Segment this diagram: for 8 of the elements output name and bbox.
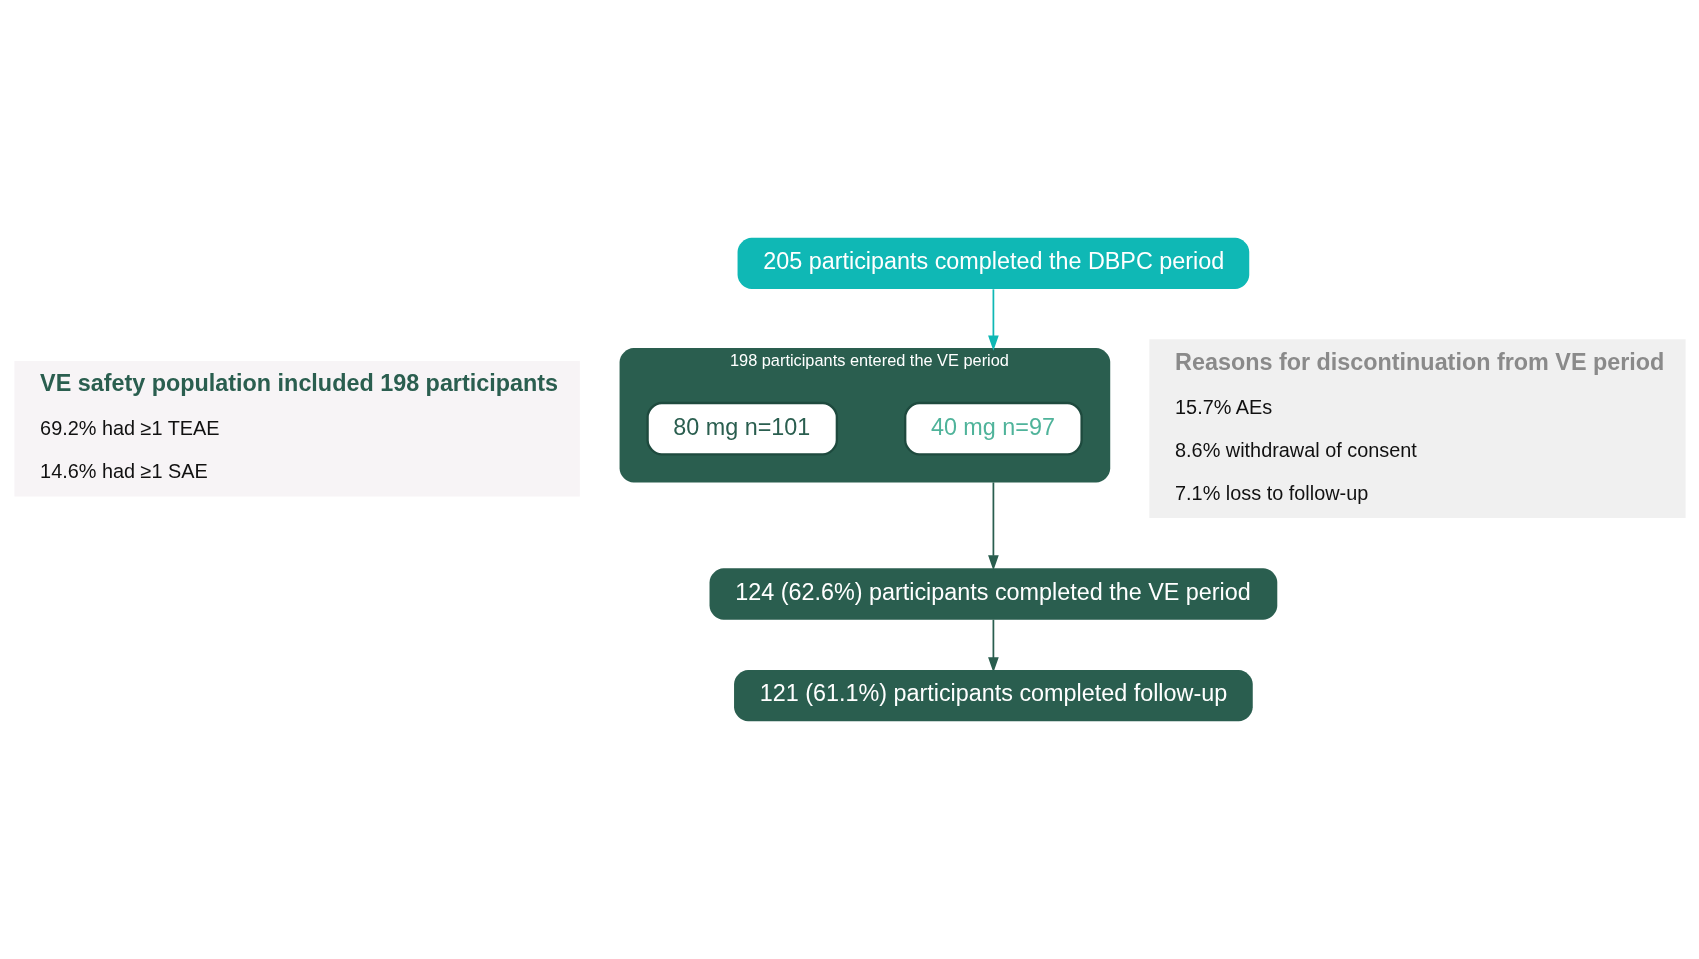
node-box: 124 (62.6%) participants completed the VE period xyxy=(709,568,1277,620)
node-box: 121 (61.1%) participants completed follow-up xyxy=(733,669,1253,722)
node-box: 80 mg n=101 xyxy=(645,401,838,456)
node-box: 40 mg n=97 xyxy=(903,401,1083,456)
arrow xyxy=(987,481,999,571)
node-box: 205 participants completed the DBPC period xyxy=(737,237,1249,290)
arrow xyxy=(987,618,999,673)
arrow xyxy=(987,288,999,351)
